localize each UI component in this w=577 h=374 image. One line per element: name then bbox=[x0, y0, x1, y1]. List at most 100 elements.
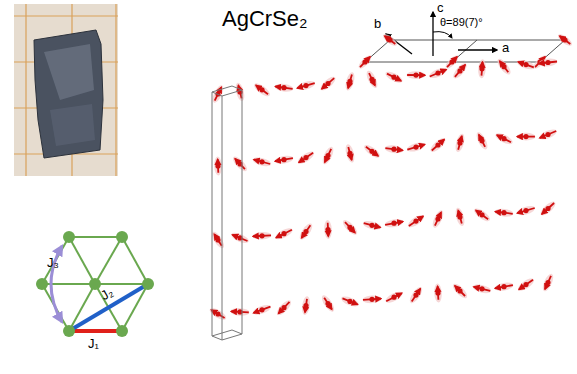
spin-arrow bbox=[407, 71, 426, 79]
cr-atom bbox=[391, 295, 396, 300]
cr-atom bbox=[413, 145, 418, 150]
spin-arrow bbox=[472, 283, 492, 295]
cr-atom bbox=[479, 286, 484, 291]
spin-ellipse bbox=[320, 145, 335, 165]
spin-ellipse bbox=[340, 294, 360, 308]
spin-ellipse bbox=[541, 272, 556, 292]
label-holder: J₃ bbox=[47, 255, 59, 270]
spin-ellipse bbox=[494, 131, 514, 146]
spin-arrow bbox=[275, 298, 294, 317]
spin-ellipse bbox=[275, 298, 294, 317]
cr-atom bbox=[435, 142, 440, 147]
exchange-label: J₁ bbox=[88, 336, 99, 351]
cr-atom bbox=[479, 66, 484, 71]
spin-vector bbox=[214, 234, 221, 246]
cr-atom bbox=[347, 299, 352, 304]
spin-ellipse bbox=[384, 290, 404, 305]
triangular-lattice bbox=[36, 231, 154, 337]
spin-ellipse bbox=[451, 61, 469, 80]
spin-vector bbox=[369, 73, 375, 85]
cr-atom bbox=[215, 237, 220, 242]
spin-vector bbox=[324, 298, 332, 310]
spin-arrow bbox=[341, 218, 360, 237]
spin-arrow bbox=[231, 154, 249, 173]
spin-ellipse bbox=[274, 154, 294, 165]
cr-atom bbox=[347, 225, 352, 230]
spin-ellipse bbox=[408, 285, 425, 305]
spin-arrow bbox=[274, 83, 294, 93]
spin-arrow bbox=[472, 206, 492, 223]
cr-atom bbox=[303, 83, 308, 88]
spin-arrow bbox=[252, 81, 272, 98]
spin-ellipse bbox=[230, 231, 250, 245]
angle-label: θ=89(7)° bbox=[440, 16, 483, 28]
cr-atom bbox=[391, 221, 396, 226]
spin-arrow bbox=[362, 143, 382, 160]
spin-arrow bbox=[296, 79, 316, 92]
cr-atom bbox=[259, 87, 264, 92]
spin-arrow bbox=[517, 133, 536, 141]
spin-vector bbox=[497, 135, 511, 142]
spin-vector bbox=[518, 62, 534, 67]
spin-ellipse bbox=[341, 218, 360, 237]
spin-arrow bbox=[214, 156, 222, 175]
spin-vector bbox=[412, 289, 421, 302]
spin-ellipse bbox=[538, 58, 558, 68]
spin-vector bbox=[366, 147, 378, 156]
cr-atom bbox=[457, 214, 462, 219]
spin-vector bbox=[297, 83, 314, 88]
spin-ellipse bbox=[494, 281, 514, 292]
spin-ellipse bbox=[431, 209, 446, 229]
spin-arrow bbox=[494, 131, 514, 146]
cr-atom bbox=[259, 233, 264, 238]
cr-atom bbox=[325, 81, 330, 86]
spin-vector bbox=[276, 230, 292, 238]
j2-bond bbox=[69, 284, 148, 331]
cr-atom bbox=[303, 303, 308, 308]
spin-vector bbox=[435, 212, 441, 225]
spin-vector bbox=[385, 36, 396, 44]
spin-vector bbox=[455, 65, 465, 77]
spin-layers bbox=[208, 57, 558, 322]
spin-ellipse bbox=[318, 74, 337, 92]
cr-atom bbox=[387, 37, 392, 42]
spin-vector bbox=[407, 145, 424, 150]
spin-vector bbox=[235, 159, 245, 169]
spin-arrow bbox=[340, 294, 360, 308]
spin-ellipse bbox=[538, 199, 557, 217]
cr-atom bbox=[562, 37, 567, 42]
spin-ellipse bbox=[297, 222, 314, 242]
axes-inset bbox=[357, 12, 574, 70]
spin-vector bbox=[430, 70, 446, 77]
spin-arrow bbox=[357, 54, 374, 71]
spin-ellipse bbox=[472, 283, 492, 295]
cr-atom bbox=[435, 70, 440, 75]
axis-label: b bbox=[374, 16, 381, 31]
spin-ellipse bbox=[434, 283, 443, 302]
spin-vector bbox=[343, 298, 358, 304]
spin-ellipse bbox=[274, 226, 294, 241]
spin-arrow bbox=[274, 154, 294, 165]
spin-vector bbox=[345, 222, 355, 232]
spin-ellipse bbox=[517, 133, 536, 141]
cr-atom bbox=[413, 293, 418, 298]
cr-atom bbox=[545, 132, 550, 137]
exchange-label: J₂ bbox=[98, 284, 115, 303]
spin-arrow bbox=[320, 145, 335, 165]
cr-atom bbox=[523, 62, 528, 67]
spin-arrow bbox=[454, 133, 466, 153]
label-holder: b bbox=[374, 16, 381, 31]
spin-vector bbox=[348, 147, 351, 160]
cr-atom bbox=[369, 297, 374, 302]
spin-vector bbox=[233, 235, 248, 241]
spin-ellipse bbox=[494, 208, 514, 218]
cr-atom bbox=[303, 155, 308, 160]
spin-arrow bbox=[431, 209, 446, 229]
spin-ellipse bbox=[454, 207, 466, 227]
spin-vector bbox=[254, 307, 271, 313]
spin-arrow bbox=[324, 220, 333, 239]
spin-arrow bbox=[406, 141, 426, 154]
spin-ellipse bbox=[381, 32, 398, 47]
cr-atom bbox=[325, 301, 330, 306]
spin-vector bbox=[540, 131, 556, 138]
